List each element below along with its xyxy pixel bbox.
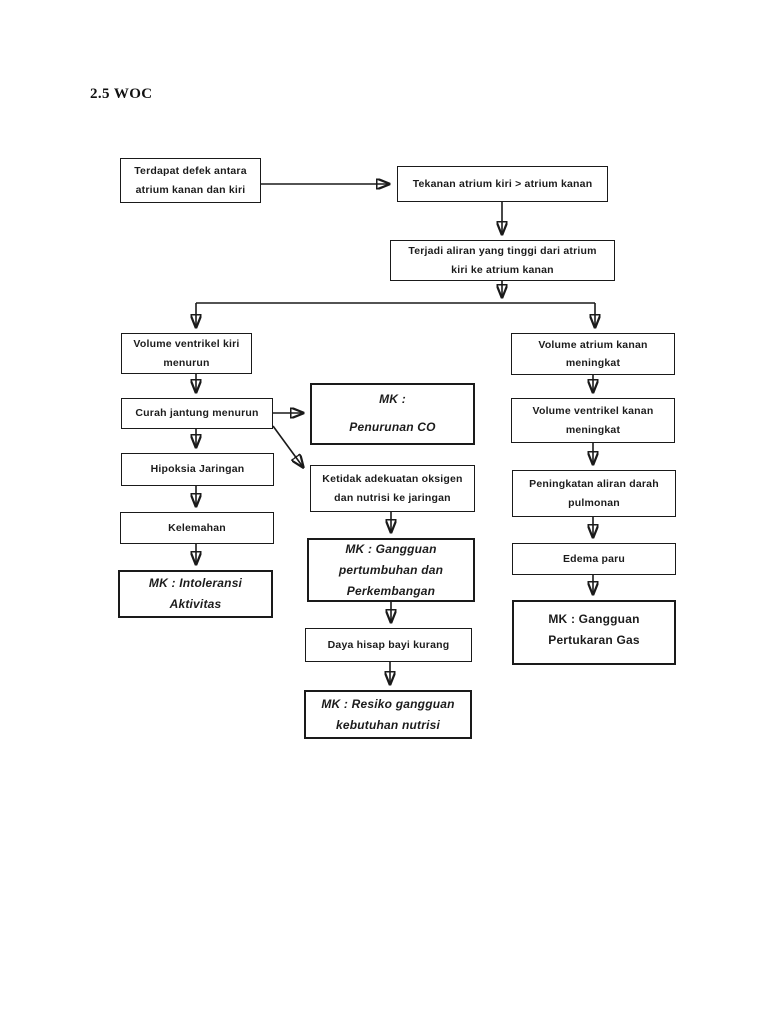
node-pulmonary-edema: Edema paru: [512, 543, 676, 575]
node-mk-co-decrease-label: MK : Penurunan CO: [349, 392, 436, 434]
node-pulmonary-edema-label: Edema paru: [562, 552, 626, 565]
node-inadequate-oxygen: Ketidak adekuatan oksigen dan nutrisi ke…: [310, 465, 475, 512]
node-mk-activity-intolerance: MK : Intoleransi Aktivitas: [118, 570, 273, 618]
node-pressure-label: Tekanan atrium kiri > atrium kanan: [412, 177, 593, 190]
node-defect: Terdapat defek antara atrium kanan dan k…: [120, 158, 261, 203]
node-defect-label: Terdapat defek antara atrium kanan dan k…: [134, 165, 247, 196]
node-tissue-hypoxia: Hipoksia Jaringan: [121, 453, 274, 486]
node-cardiac-output-down: Curah jantung menurun: [121, 398, 273, 429]
node-mk-gas-exchange-label: MK : Gangguan Pertukaran Gas: [548, 612, 640, 647]
node-pulmonary-flow-up: Peningkatan aliran darah pulmonan: [512, 470, 676, 517]
node-pulmonary-flow-up-label: Peningkatan aliran darah pulmonan: [529, 478, 659, 509]
node-mk-growth-disorder-label: MK : Gangguan pertumbuhan dan Perkembang…: [338, 541, 444, 598]
node-infant-suction: Daya hisap bayi kurang: [305, 628, 472, 662]
node-mk-nutrition-risk-label: MK : Resiko gangguan kebutuhan nutrisi: [321, 696, 455, 732]
node-cardiac-output-down-label: Curah jantung menurun: [135, 407, 259, 420]
node-lv-volume-down: Volume ventrikel kiri menurun: [121, 333, 252, 374]
section-title: 2.5 WOC: [90, 86, 153, 102]
node-weakness: Kelemahan: [120, 512, 274, 544]
node-mk-gas-exchange: MK : Gangguan Pertukaran Gas: [512, 600, 676, 665]
node-infant-suction-label: Daya hisap bayi kurang: [327, 638, 450, 651]
node-weakness-label: Kelemahan: [168, 521, 226, 534]
node-ra-volume-up: Volume atrium kanan meningkat: [511, 333, 675, 375]
node-inadequate-oxygen-label: Ketidak adekuatan oksigen dan nutrisi ke…: [322, 473, 463, 504]
node-tissue-hypoxia-label: Hipoksia Jaringan: [150, 463, 245, 476]
node-mk-growth-disorder: MK : Gangguan pertumbuhan dan Perkembang…: [307, 538, 475, 602]
node-high-flow: Terjadi aliran yang tinggi dari atrium k…: [390, 240, 615, 281]
node-rv-volume-up-label: Volume ventrikel kanan meningkat: [532, 405, 654, 436]
node-mk-co-decrease: MK : Penurunan CO: [310, 383, 475, 445]
node-mk-nutrition-risk: MK : Resiko gangguan kebutuhan nutrisi: [304, 690, 472, 739]
node-high-flow-label: Terjadi aliran yang tinggi dari atrium k…: [408, 245, 597, 276]
node-rv-volume-up: Volume ventrikel kanan meningkat: [511, 398, 675, 443]
node-ra-volume-up-label: Volume atrium kanan meningkat: [538, 338, 648, 369]
node-mk-activity-intolerance-label: MK : Intoleransi Aktivitas: [148, 576, 243, 611]
node-lv-volume-down-label: Volume ventrikel kiri menurun: [133, 338, 240, 369]
node-pressure: Tekanan atrium kiri > atrium kanan: [397, 166, 608, 202]
